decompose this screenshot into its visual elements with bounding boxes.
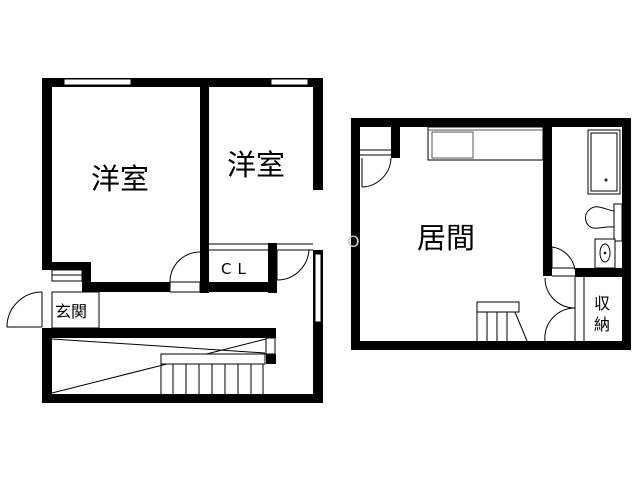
room-label-closet: CL (221, 260, 252, 278)
door-swing (544, 277, 576, 309)
staircase (51, 337, 276, 394)
room-label-entrance: 玄関 (55, 302, 87, 321)
door-sill (169, 281, 201, 293)
staircase (476, 301, 528, 342)
door-swing (544, 307, 576, 342)
entrance-box (51, 291, 100, 329)
door-swing (6, 291, 43, 328)
window (270, 78, 309, 86)
room-label-storage-line1: 収 (594, 294, 610, 313)
left-unit: 洋室 洋室 CL 玄関 (6, 78, 323, 403)
room-label-bedroom-2: 洋室 (227, 148, 285, 182)
room-label-storage-line2: 納 (594, 315, 610, 334)
door-swing (276, 249, 310, 281)
wash-basin (594, 238, 616, 269)
door-swing (361, 157, 392, 188)
watermark: O (347, 232, 360, 251)
room-label-living-room: 居間 (417, 221, 475, 255)
window (63, 78, 132, 86)
sink (431, 131, 474, 159)
right-unit: 居間 収 納 (351, 118, 631, 350)
toilet (585, 203, 623, 242)
door-swing (551, 246, 576, 271)
window (314, 253, 322, 323)
room-label-bedroom-1: 洋室 (91, 162, 149, 196)
door-swing (169, 251, 201, 283)
